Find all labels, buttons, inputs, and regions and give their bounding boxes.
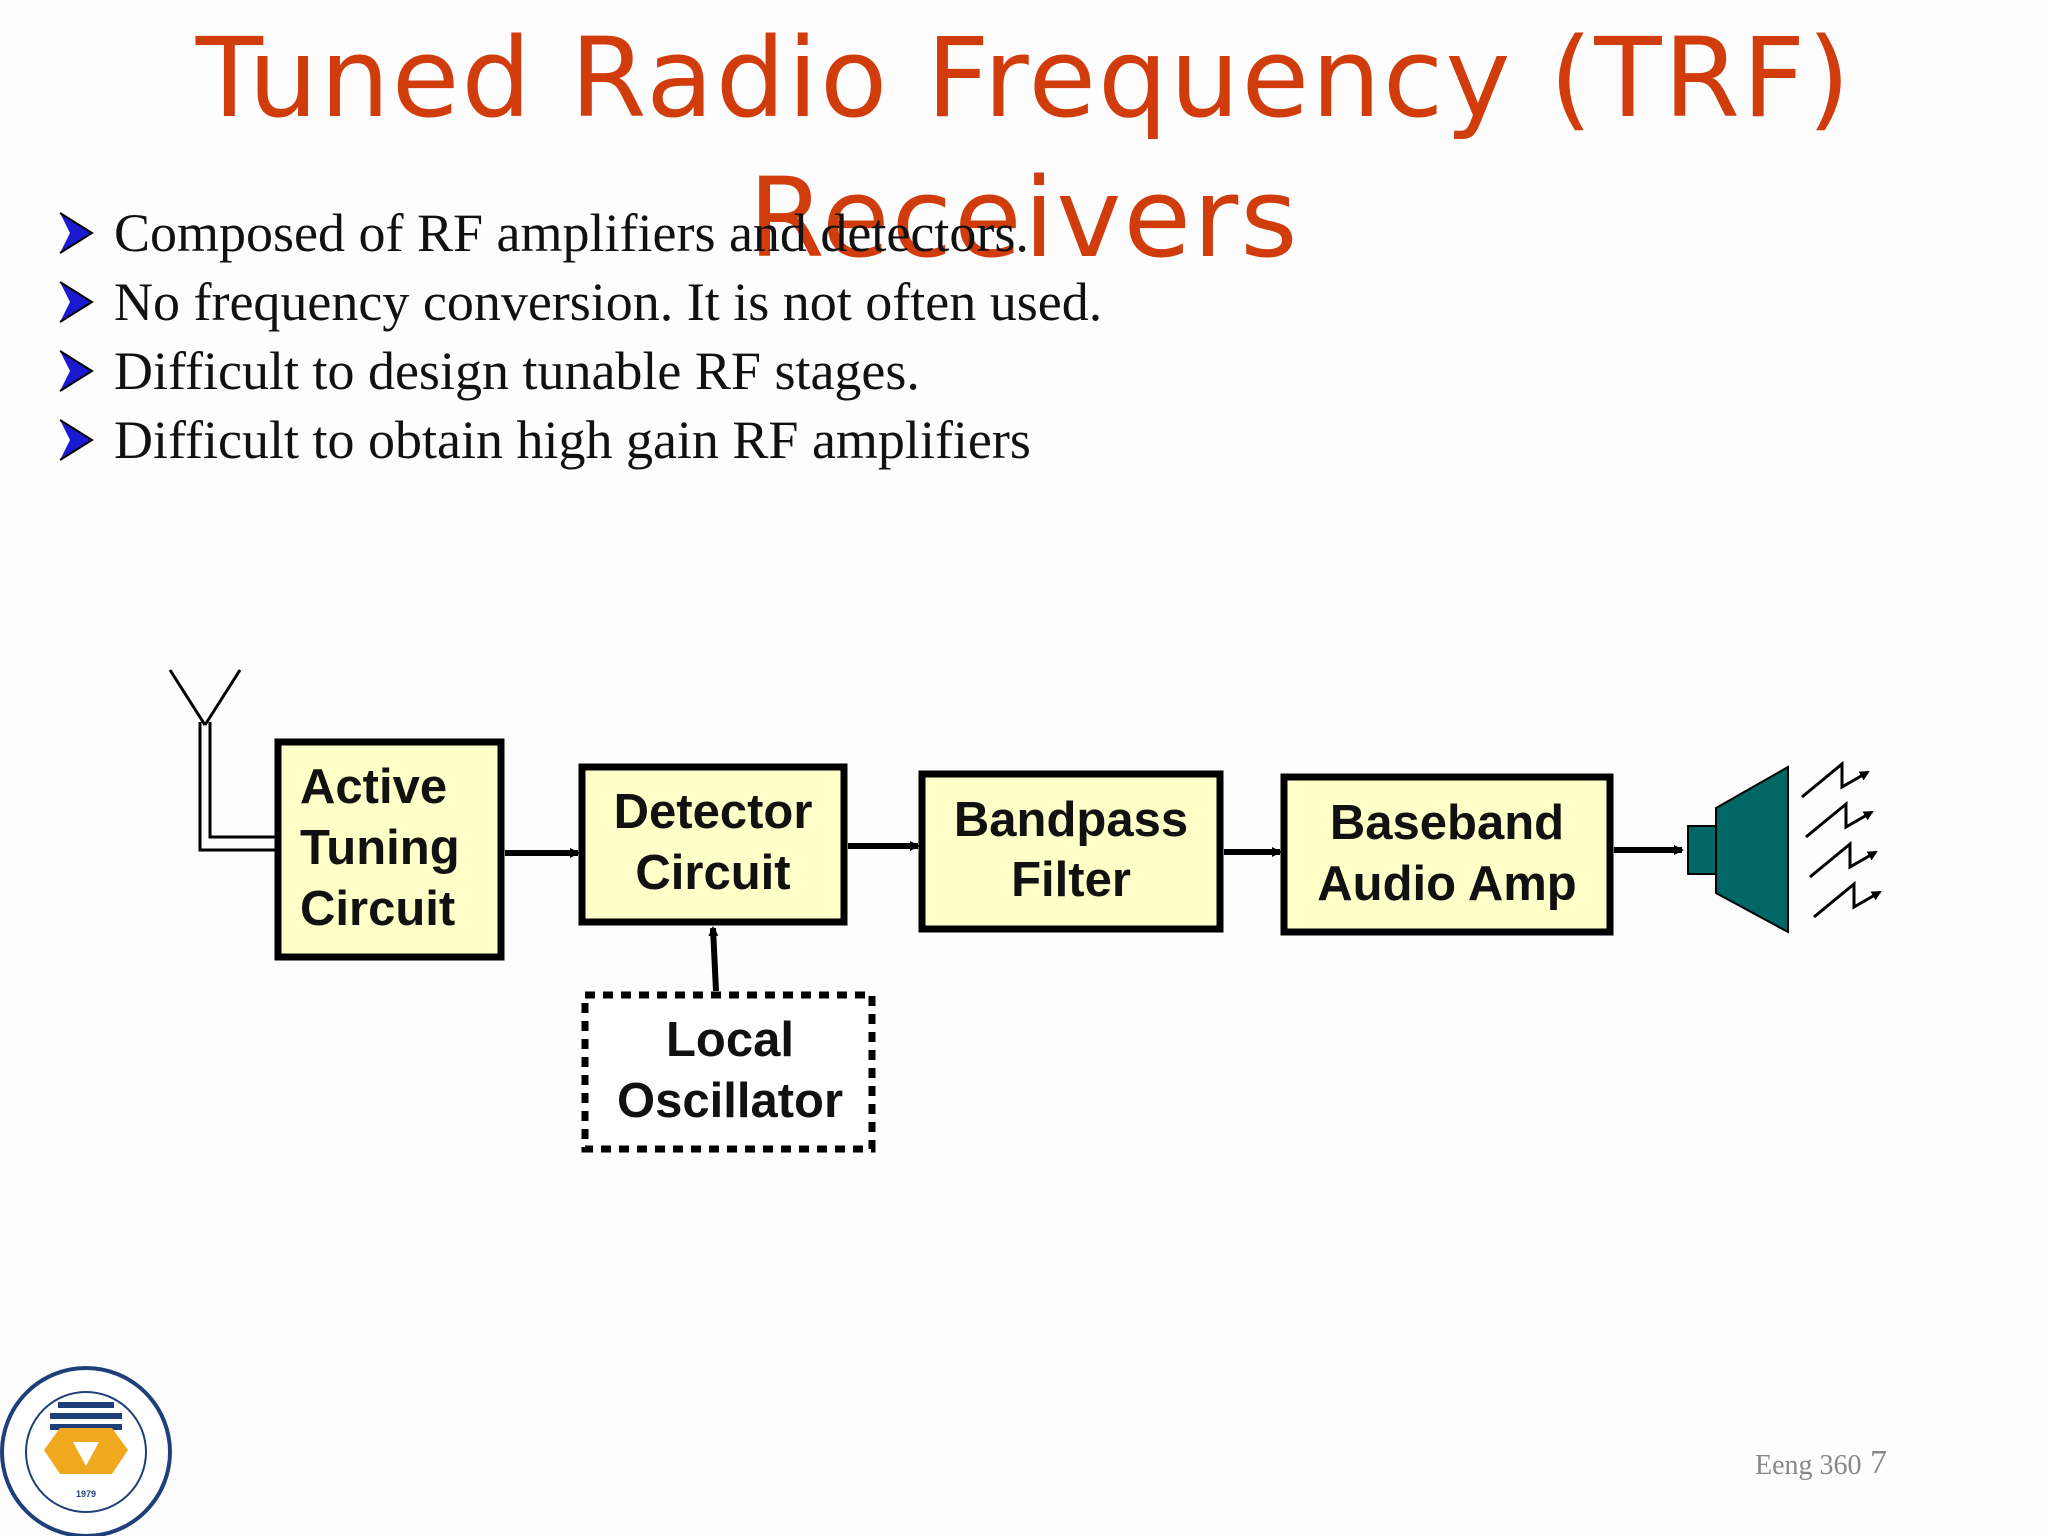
block-label: Filter [1011, 853, 1131, 907]
university-seal-icon: 1979 [0, 1366, 172, 1536]
block-detector: Detector Circuit [578, 763, 848, 926]
block-active-tuning: Active Tuning Circuit [274, 738, 505, 961]
arrow-oscillator-to-detector [708, 926, 719, 992]
block-baseband-audio-amp: Baseband Audio Amp [1280, 773, 1614, 936]
bullet-item: Difficult to obtain high gain RF amplifi… [58, 405, 1102, 474]
bullet-arrow-icon [59, 418, 94, 461]
block-label: Local [666, 1013, 794, 1067]
seal-year: 1979 [76, 1489, 96, 1499]
block-local-oscillator: Local Oscillator [581, 991, 876, 1153]
block-label: Circuit [300, 882, 455, 936]
block-label: Circuit [635, 846, 790, 900]
bullet-text: Composed of RF amplifiers and detectors. [114, 202, 1029, 263]
block-label: Tuning [300, 821, 460, 875]
block-label: Audio Amp [1317, 857, 1576, 911]
slide-title: Tuned Radio Frequency (TRF) Receivers [195, 14, 1853, 282]
block-label: Oscillator [617, 1074, 843, 1128]
block-label: Active [300, 760, 447, 814]
footer-course-label: Eeng 360 [1755, 1450, 1862, 1481]
bullet-arrow-icon [59, 280, 94, 323]
bullet-list: Composed of RF amplifiers and detectors.… [58, 198, 1102, 474]
bullet-text: No frequency conversion. It is not often… [114, 271, 1103, 332]
antenna-icon [168, 669, 278, 852]
bullet-text: Difficult to obtain high gain RF amplifi… [114, 409, 1031, 470]
block-bandpass-filter: Bandpass Filter [918, 770, 1224, 933]
block-label: Detector [614, 785, 813, 839]
bullet-text: Difficult to design tunable RF stages. [114, 340, 920, 401]
bullet-arrow-icon [59, 211, 94, 254]
bullet-arrow-icon [59, 349, 94, 392]
page-number: 7 [1870, 1444, 1887, 1481]
block-label: Bandpass [954, 793, 1188, 847]
bullet-item: Composed of RF amplifiers and detectors. [58, 198, 1102, 267]
speaker-icon [1687, 760, 1882, 934]
block-label: Baseband [1330, 796, 1564, 850]
bullet-item: Difficult to design tunable RF stages. [58, 336, 1102, 405]
bullet-item: No frequency conversion. It is not often… [58, 267, 1102, 336]
